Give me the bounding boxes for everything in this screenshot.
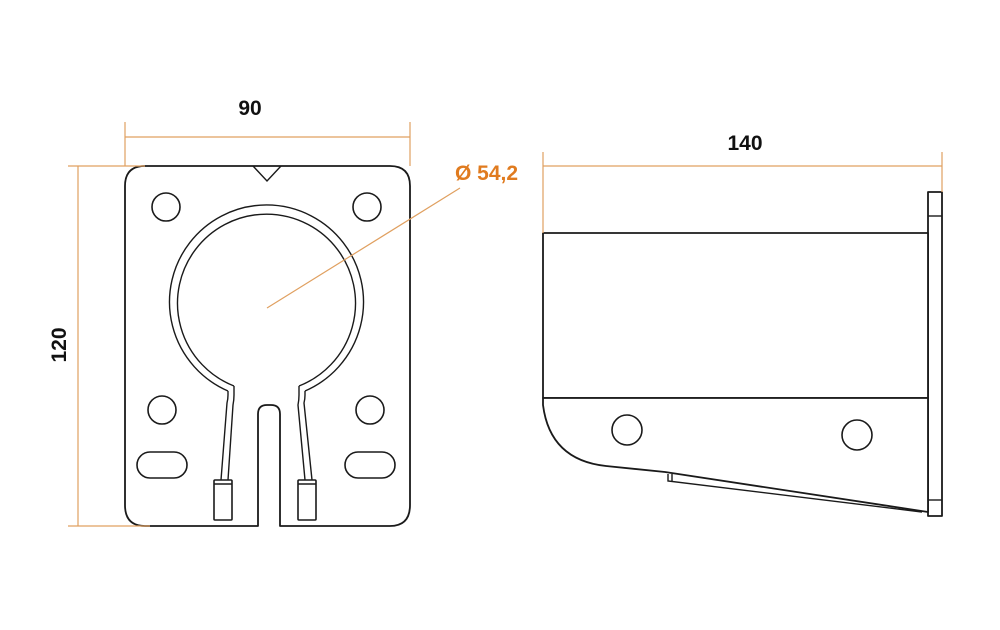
side-tube-body xyxy=(542,232,929,399)
front-view xyxy=(124,165,461,527)
clamp-leg-left xyxy=(220,386,235,481)
clamp-tab-left xyxy=(213,479,233,521)
side-hole-right xyxy=(841,419,873,451)
mount-hole-top-left xyxy=(151,192,181,222)
top-v-notch xyxy=(252,165,282,183)
dimension-side-length-label: 140 xyxy=(727,132,762,155)
mount-hole-top-right xyxy=(352,192,382,222)
slot-right xyxy=(344,451,396,479)
clamp-ring-inner xyxy=(176,213,357,387)
clamp-ring-outer xyxy=(168,204,365,392)
side-back-plate xyxy=(927,191,943,517)
side-view xyxy=(542,191,943,517)
dimension-front-width-label: 90 xyxy=(238,97,261,120)
diameter-label: Ø 54,2 xyxy=(455,162,518,185)
mount-hole-mid-right xyxy=(355,395,385,425)
mount-hole-mid-left xyxy=(147,395,177,425)
dimension-front-width: 90 xyxy=(124,97,411,166)
slot-left xyxy=(136,451,188,479)
side-bracket-wing xyxy=(542,397,929,513)
dimension-front-height: 120 xyxy=(48,165,150,527)
dimension-front-height-label: 120 xyxy=(48,327,71,362)
side-hole-left xyxy=(611,414,643,446)
diameter-leader-line xyxy=(266,187,461,309)
clamp-tab-right xyxy=(297,479,317,521)
dimension-side-length: 140 xyxy=(542,132,943,233)
side-bracket-edge xyxy=(667,474,923,513)
clamp-leg-right xyxy=(297,386,313,481)
front-plate-outline xyxy=(124,165,411,527)
